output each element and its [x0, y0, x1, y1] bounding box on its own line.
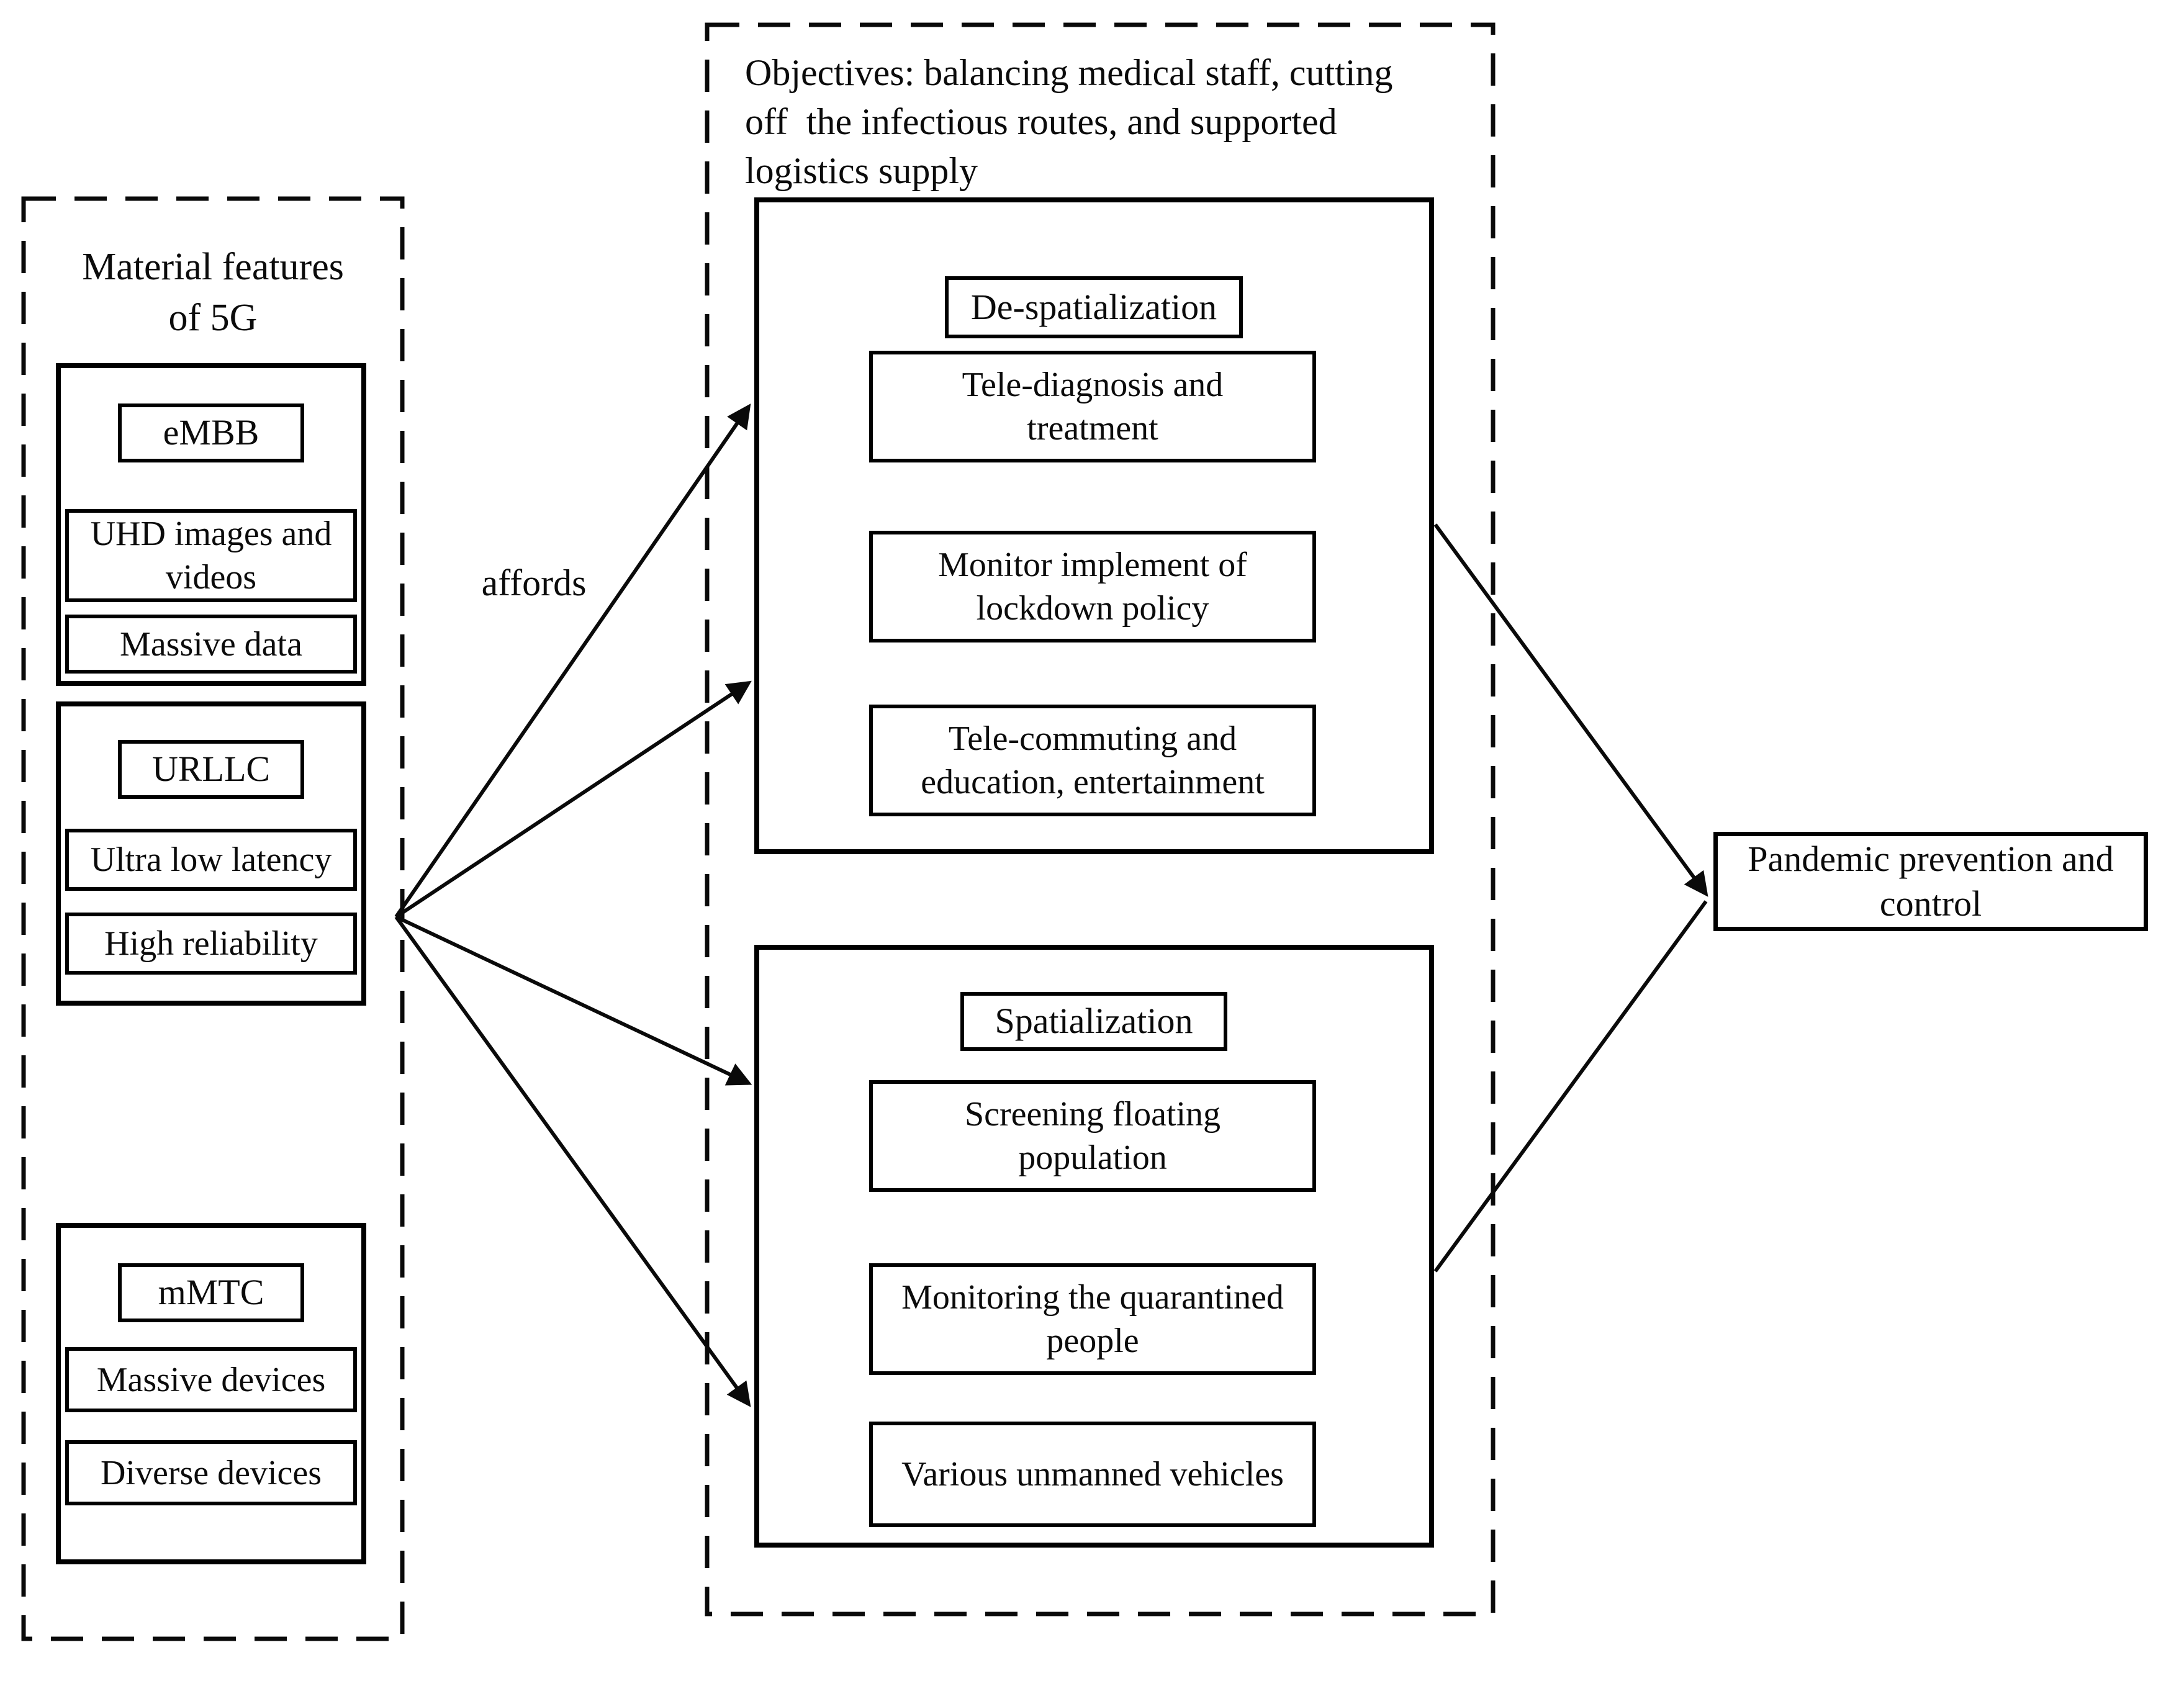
- despatialization-label-box: De-spatialization: [945, 276, 1243, 338]
- mmtc-group-box: [56, 1223, 366, 1564]
- despatialization-section-box: [754, 197, 1434, 854]
- massive-devices-box: Massive devices: [65, 1347, 357, 1412]
- monitoring-quarantined-box: Monitoring the quarantined people: [869, 1263, 1316, 1375]
- embb-label-box: eMBB: [118, 403, 304, 462]
- affords-edge-label: affords: [481, 562, 587, 603]
- objectives-panel-title: Objectives: balancing medical staff, cut…: [745, 52, 1393, 192]
- spatialization-section-box: [754, 945, 1434, 1548]
- high-reliability-box: High reliability: [65, 913, 357, 975]
- uhd-images-videos-box: UHD images and videos: [65, 509, 357, 602]
- urllc-group-box: [56, 701, 366, 1006]
- embb-group-box: [56, 363, 366, 686]
- diverse-devices-box: Diverse devices: [65, 1440, 357, 1505]
- affords-arrow-3: [395, 915, 752, 1086]
- mmtc-label-box: mMTC: [118, 1263, 304, 1322]
- spatialization-label-box: Spatialization: [960, 992, 1227, 1051]
- affords-arrow-2: [395, 680, 752, 919]
- affords-arrow-1: [394, 403, 751, 918]
- tele-diagnosis-box: Tele-diagnosis and treatment: [869, 351, 1316, 462]
- objectives-dashed-frame: [705, 22, 1496, 1616]
- monitor-lockdown-box: Monitor implement of lockdown policy: [869, 531, 1316, 642]
- despatialization-to-outcome-line: [1433, 523, 1708, 897]
- spatialization-to-outcome-line: [1433, 900, 1708, 1273]
- massive-data-box: Massive data: [65, 615, 357, 674]
- unmanned-vehicles-box: Various unmanned vehicles: [869, 1422, 1316, 1527]
- affords-arrow-4: [394, 916, 751, 1407]
- screening-population-box: Screening floating population: [869, 1080, 1316, 1192]
- tele-commuting-box: Tele-commuting and education, entertainm…: [869, 705, 1316, 816]
- urllc-label-box: URLLC: [118, 740, 304, 799]
- pandemic-prevention-box: Pandemic prevention and control: [1713, 832, 2148, 931]
- left-panel-title: Material features of 5G: [82, 246, 344, 339]
- ultra-low-latency-box: Ultra low latency: [65, 829, 357, 891]
